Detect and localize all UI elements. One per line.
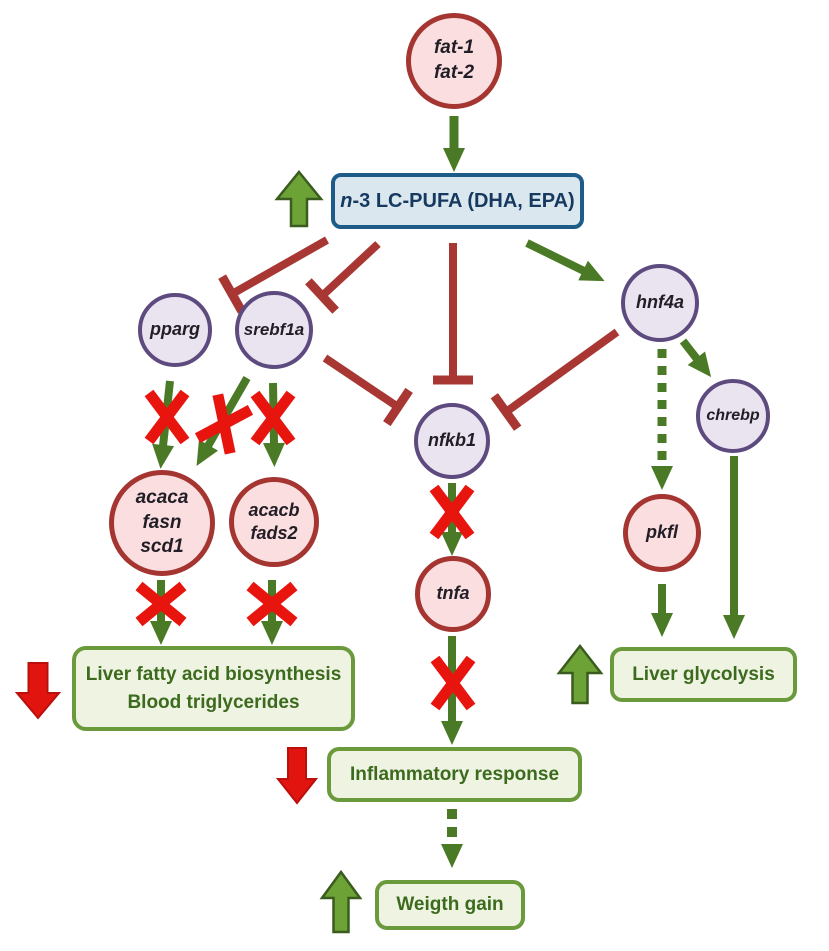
- node-label: tnfa: [436, 583, 470, 604]
- up-arrow-icon-pufa: [274, 170, 324, 228]
- outcome-label: Inflammatory response: [349, 763, 560, 785]
- outcome-label: Liver fatty acid biosynthesis Blood trig…: [85, 663, 342, 713]
- x-icon-pparg-lipo1: [144, 389, 190, 445]
- node-nfkb1: nfkb1: [414, 403, 490, 479]
- outcome-liver-fatty-acid-biosynthesis: Liver fatty acid biosynthesis Blood trig…: [72, 646, 355, 731]
- node-hnf4a: hnf4a: [621, 264, 699, 342]
- node-label: pkfl: [645, 522, 678, 543]
- inhibition-pufa-to-srebf1a: [305, 241, 381, 314]
- up-arrow-icon-weight-gain: [319, 869, 363, 934]
- inhibition-srebf1a-to-nfkb1: [322, 354, 413, 427]
- node-label: nfkb1: [427, 430, 476, 451]
- node-acaca-fasn-scd1: acaca fasn scd1: [109, 470, 215, 576]
- outcome-liver-glycolysis: Liver glycolysis: [610, 647, 797, 702]
- node-pkfl: pkfl: [623, 494, 701, 572]
- node-fat1-fat2: fat-1 fat-2: [406, 13, 502, 109]
- node-label: fat-1 fat-2: [433, 37, 475, 83]
- node-acacb-fads2: acacb fads2: [229, 477, 319, 567]
- node-label: acacb fads2: [248, 499, 300, 543]
- pufa-box: n-3 LC-PUFA (DHA, EPA): [331, 173, 584, 229]
- down-arrow-icon-fatty-acid: [14, 662, 62, 720]
- node-label: hnf4a: [635, 292, 684, 313]
- arrow-pufa-to-hnf4a: [525, 239, 605, 282]
- outcome-label: Weigth gain: [396, 894, 504, 916]
- arrow-hnf4a-to-chrebp: [679, 338, 712, 378]
- outcome-label: Liver glycolysis: [632, 663, 775, 685]
- node-tnfa: tnfa: [415, 556, 491, 632]
- outcome-inflammatory-response: Inflammatory response: [327, 747, 582, 802]
- x-icon-lipo2-fatty: [246, 581, 298, 627]
- x-icon-srebf1a-lipo1: [194, 393, 254, 455]
- inhibition-pufa-to-pparg: [218, 236, 329, 314]
- up-arrow-icon-glycolysis: [556, 643, 604, 705]
- inhibition-hnf4a-to-nfkb1: [490, 328, 620, 431]
- x-icon-srebf1a-lipo2: [250, 390, 296, 446]
- node-srebf1a: srebf1a: [235, 291, 313, 369]
- node-label: pparg: [149, 319, 200, 340]
- node-label: chrebp: [706, 406, 760, 424]
- node-pparg: pparg: [138, 293, 212, 367]
- node-chrebp: chrebp: [696, 379, 770, 453]
- x-icon-nfkb1-tnfa: [429, 484, 475, 540]
- pufa-italic-n: n: [340, 189, 353, 212]
- pufa-box-label: n-3 LC-PUFA (DHA, EPA): [340, 187, 574, 216]
- node-label: srebf1a: [243, 319, 305, 339]
- x-icon-tnfa-inflammatory: [430, 655, 476, 711]
- outcome-weight-gain: Weigth gain: [375, 880, 525, 930]
- pufa-rest: -3 LC-PUFA (DHA, EPA): [352, 189, 575, 212]
- node-label: acaca fasn scd1: [135, 486, 189, 558]
- down-arrow-icon-inflammatory: [275, 747, 319, 805]
- x-icon-lipo1-fatty: [135, 581, 187, 627]
